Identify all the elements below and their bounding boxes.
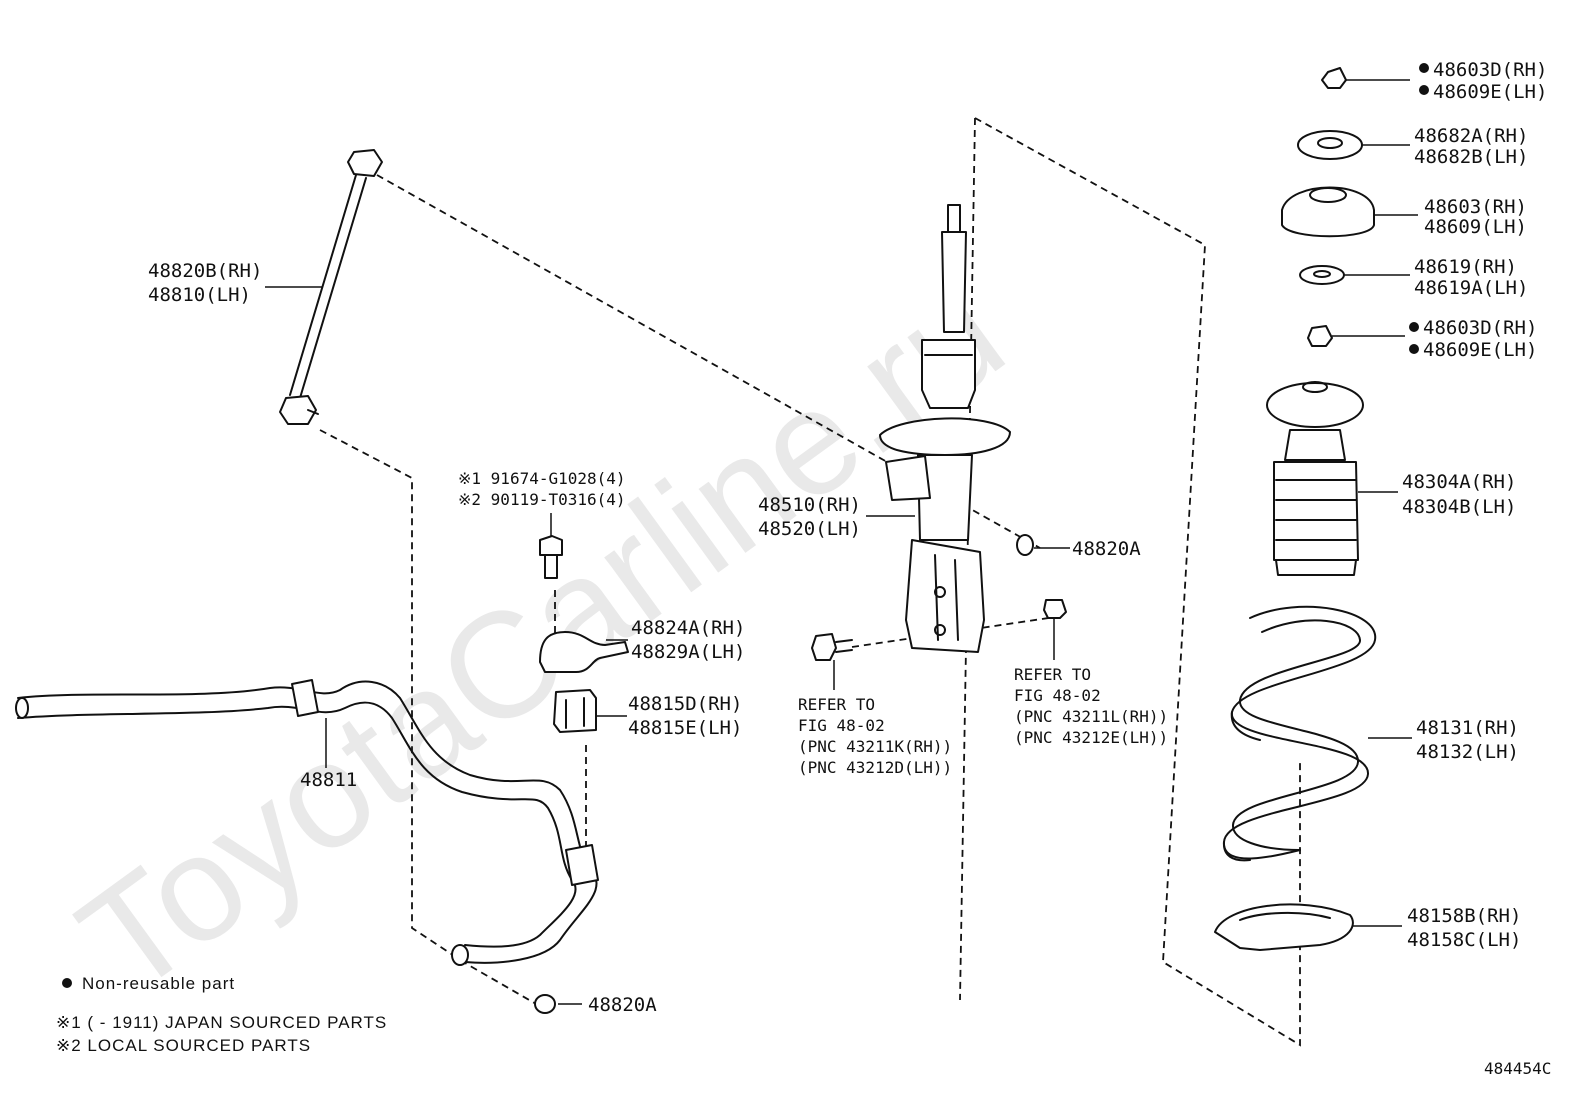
svg-text:REFER TO: REFER TO — [1014, 665, 1091, 684]
svg-text:48824A(RH): 48824A(RH) — [631, 617, 745, 639]
svg-text:48304A(RH): 48304A(RH) — [1402, 471, 1516, 493]
label-link-nut-upper: 48820A — [1072, 538, 1141, 560]
link-nut-lower — [534, 994, 556, 1014]
non-reusable-dot-icon — [1409, 344, 1419, 354]
svg-text:48510(RH): 48510(RH) — [758, 494, 861, 516]
svg-text:REFER TO: REFER TO — [798, 695, 875, 714]
svg-text:48829A(LH): 48829A(LH) — [631, 641, 745, 663]
stabilizer-bushing — [553, 689, 597, 733]
svg-text:(PNC 43211K(RH)): (PNC 43211K(RH)) — [798, 737, 952, 756]
strut-nut — [1043, 599, 1067, 619]
non-reusable-dot-icon — [1419, 63, 1429, 73]
svg-text:48619(RH): 48619(RH) — [1414, 256, 1517, 278]
label-link-nut-lower: 48820A — [588, 994, 657, 1016]
upper-support — [1281, 186, 1375, 238]
leader-lines — [265, 79, 1418, 1005]
strut-bolt — [811, 633, 853, 661]
label-washer: 48682A(RH) 48682B(LH) — [1414, 125, 1528, 168]
label-spring: 48131(RH) 48132(LH) — [1416, 717, 1519, 763]
svg-text:Non-reusable part: Non-reusable part — [82, 974, 235, 993]
non-reusable-dot-icon — [1419, 85, 1429, 95]
svg-text:FIG 48-02: FIG 48-02 — [798, 716, 885, 735]
label-insulator: 48158B(RH) 48158C(LH) — [1407, 905, 1521, 951]
label-stabilizer-bar: 48811 — [300, 769, 357, 791]
svg-text:48158B(RH): 48158B(RH) — [1407, 905, 1521, 927]
svg-text:48810(LH): 48810(LH) — [148, 284, 251, 306]
label-refer-left: REFER TO FIG 48-02 (PNC 43211K(RH)) (PNC… — [798, 695, 952, 777]
svg-text:48158C(LH): 48158C(LH) — [1407, 929, 1521, 951]
label-bracket-bolt: ※1 91674-G1028(4) ※2 90119-T0316(4) — [458, 469, 626, 509]
svg-text:(PNC 43211L(RH)): (PNC 43211L(RH)) — [1014, 707, 1168, 726]
label-refer-right: REFER TO FIG 48-02 (PNC 43211L(RH)) (PNC… — [1014, 665, 1168, 747]
svg-text:48820B(RH): 48820B(RH) — [148, 260, 262, 282]
svg-text:48682A(RH): 48682A(RH) — [1414, 125, 1528, 147]
spring-seat — [1299, 265, 1345, 285]
label-nut-2: 48603D(RH) 48609E(LH) — [1409, 317, 1537, 361]
svg-text:※2 90119-T0316(4): ※2 90119-T0316(4) — [458, 490, 626, 509]
svg-text:48619A(LH): 48619A(LH) — [1414, 277, 1528, 299]
label-strut: 48510(RH) 48520(LH) — [758, 494, 861, 540]
spring-insulator — [1214, 903, 1354, 951]
legend: Non-reusable part ※1 ( - 1911) JAPAN SOU… — [56, 974, 387, 1055]
svg-text:48815D(RH): 48815D(RH) — [628, 693, 742, 715]
label-top-nut: 48603D(RH) 48609E(LH) — [1419, 59, 1547, 103]
svg-text:48603D(RH): 48603D(RH) — [1423, 317, 1537, 339]
figure-code: 484454C — [1484, 1059, 1551, 1078]
stabilizer-link — [279, 149, 383, 425]
upper-washer — [1297, 130, 1363, 160]
stabilizer-bracket — [539, 631, 629, 673]
svg-text:48815E(LH): 48815E(LH) — [628, 717, 742, 739]
bump-stopper — [1266, 381, 1364, 576]
non-reusable-dot-icon — [62, 978, 72, 988]
label-seat: 48619(RH) 48619A(LH) — [1414, 256, 1528, 299]
svg-text:(PNC 43212D(LH)): (PNC 43212D(LH)) — [798, 758, 952, 777]
label-bumper: 48304A(RH) 48304B(LH) — [1402, 471, 1516, 518]
svg-text:※1 91674-G1028(4): ※1 91674-G1028(4) — [458, 469, 626, 488]
bracket-bolt — [539, 535, 563, 579]
svg-text:48609(LH): 48609(LH) — [1424, 216, 1527, 238]
svg-text:48609E(LH): 48609E(LH) — [1433, 81, 1547, 103]
dashed-guides — [319, 117, 1301, 1047]
link-nut-upper — [1016, 534, 1034, 556]
svg-text:48131(RH): 48131(RH) — [1416, 717, 1519, 739]
stabilizer-bar — [15, 679, 599, 966]
svg-text:※2 LOCAL SOURCED PARTS: ※2 LOCAL SOURCED PARTS — [56, 1036, 311, 1055]
nut-2 — [1307, 325, 1333, 347]
svg-text:48304B(LH): 48304B(LH) — [1402, 496, 1516, 518]
label-bracket: 48824A(RH) 48829A(LH) — [631, 617, 745, 663]
coil-spring — [1222, 605, 1377, 862]
shock-absorber-strut — [879, 204, 1011, 653]
label-bushing: 48815D(RH) 48815E(LH) — [628, 693, 742, 739]
svg-text:48609E(LH): 48609E(LH) — [1423, 339, 1537, 361]
svg-text:48603D(RH): 48603D(RH) — [1433, 59, 1547, 81]
svg-text:(PNC 43212E(LH)): (PNC 43212E(LH)) — [1014, 728, 1168, 747]
svg-text:48682B(LH): 48682B(LH) — [1414, 146, 1528, 168]
label-support: 48603(RH) 48609(LH) — [1424, 196, 1527, 238]
svg-text:48520(LH): 48520(LH) — [758, 518, 861, 540]
watermark: ToyotaCarline.ru — [50, 248, 1032, 1026]
svg-text:FIG 48-02: FIG 48-02 — [1014, 686, 1101, 705]
label-stabilizer-link: 48820B(RH) 48810(LH) — [148, 260, 262, 306]
svg-text:48603(RH): 48603(RH) — [1424, 196, 1527, 218]
svg-text:※1 ( - 1911) JAPAN SOURCE: ※1 ( - 1911) JAPAN SOURCED PARTS — [56, 1013, 387, 1032]
non-reusable-dot-icon — [1409, 322, 1419, 332]
svg-text:48132(LH): 48132(LH) — [1416, 741, 1519, 763]
top-nut — [1321, 67, 1347, 89]
